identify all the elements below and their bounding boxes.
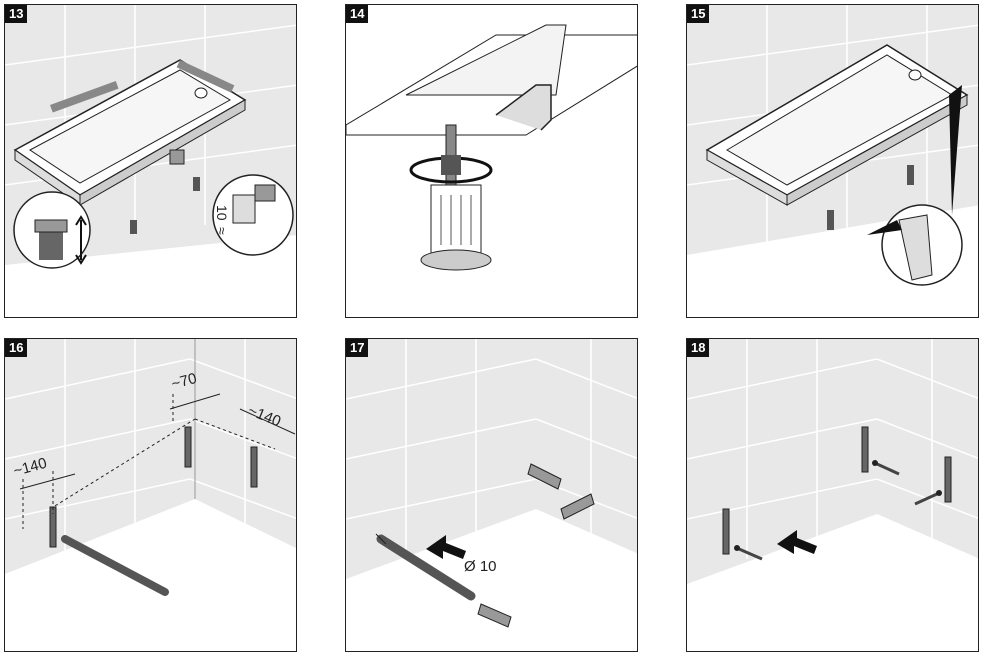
step-17-panel: 17 Ø 10 — [345, 338, 638, 652]
foot-height-adjust-illustration — [346, 24, 637, 271]
dimension-middle: ~70 — [170, 370, 199, 393]
step-number: 17 — [346, 339, 369, 357]
step-number: 16 — [5, 339, 28, 357]
step-18-panel: 18 — [686, 338, 979, 652]
wall-bracket-marking-illustration: ~140 ~70 ~140 — [5, 339, 296, 651]
step-14-panel: 14 — [345, 4, 638, 318]
step-16-panel: 16 ~140 ~70 ~140 — [4, 338, 297, 652]
drill-and-plug-illustration: Ø 10 — [346, 339, 637, 651]
step-number: 14 — [346, 5, 369, 23]
approx-symbol: ≈ — [214, 227, 230, 235]
step-number: 13 — [5, 5, 28, 23]
height-dimension: 10 — [214, 205, 230, 221]
step-13-panel: 13 10 ≈ — [4, 4, 297, 318]
step-number: 15 — [687, 5, 710, 23]
step-number: 18 — [687, 339, 710, 357]
bracket-screw-mounting-illustration — [687, 339, 978, 651]
bathtub-level-check-illustration — [687, 5, 978, 317]
step-15-panel: 15 — [686, 4, 979, 318]
drill-diameter: Ø 10 — [464, 558, 497, 575]
bathtub-adjust-feet-illustration: 10 ≈ — [5, 5, 296, 317]
